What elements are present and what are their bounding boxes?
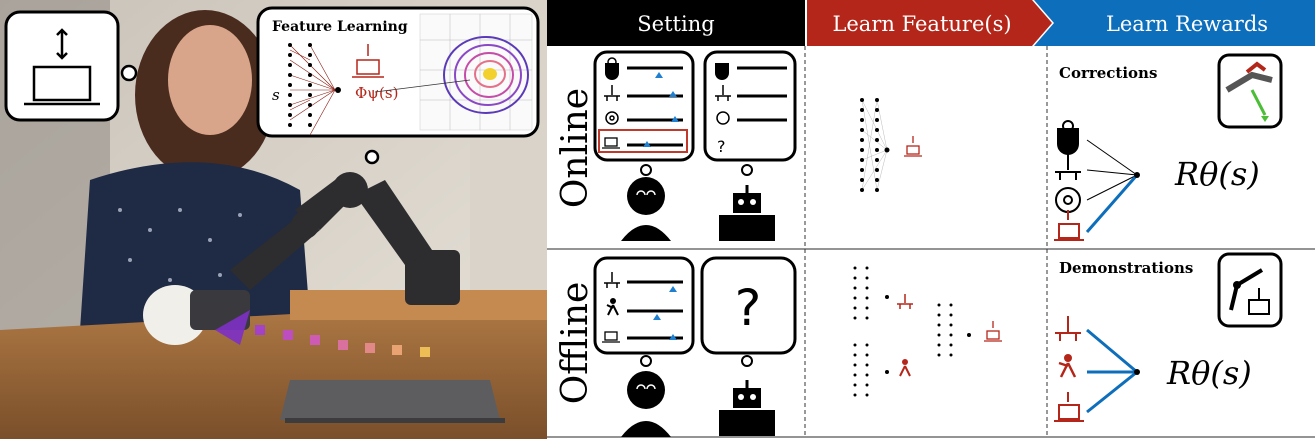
online-human-bubble bbox=[593, 50, 695, 162]
corrections-label: Corrections bbox=[1059, 64, 1157, 82]
offline-feature-network-1 bbox=[853, 266, 889, 320]
phi-label: Φψ(s) bbox=[355, 84, 398, 102]
header-learn-rewards-label: Learn Rewards bbox=[1106, 12, 1268, 36]
coffee-icon bbox=[1057, 120, 1079, 155]
reward-formula-offline: Rθ(s) bbox=[1166, 354, 1252, 392]
robot-photo: Feature Learning s Φψ(s) bbox=[0, 0, 547, 439]
header-setting-label: Setting bbox=[637, 12, 714, 36]
laptop-thought-bubble bbox=[4, 10, 120, 122]
online-feature-network bbox=[861, 99, 888, 191]
human-avatar-offline bbox=[621, 371, 671, 437]
table-feature-icon bbox=[897, 294, 913, 309]
robot-avatar-offline bbox=[719, 380, 775, 436]
demonstrations-features bbox=[1054, 316, 1084, 422]
robot-arm bbox=[190, 172, 460, 330]
laptop-on-table bbox=[280, 380, 500, 420]
gear-icon bbox=[605, 111, 619, 125]
unknown-feature-icon: ? bbox=[735, 279, 762, 337]
walker-icon bbox=[606, 298, 619, 316]
demonstrations-weights bbox=[1086, 328, 1140, 414]
coffee-icon bbox=[605, 57, 619, 80]
laptop-icon bbox=[1054, 392, 1084, 422]
bubble-title: Feature Learning bbox=[272, 19, 408, 35]
reward-formula-online: Rθ(s) bbox=[1174, 155, 1260, 193]
header-learn-rewards bbox=[1034, 0, 1315, 46]
laptop-icon bbox=[602, 137, 620, 149]
walker-icon bbox=[1058, 354, 1077, 378]
demonstrations-icon bbox=[1217, 252, 1283, 328]
offline-feature-laptop-icon bbox=[984, 321, 1002, 342]
mini-laptop-icon bbox=[352, 44, 384, 78]
corrections-features bbox=[1054, 120, 1084, 241]
row-label-online: Online bbox=[555, 88, 596, 208]
mini-network bbox=[289, 44, 336, 136]
row-label-offline: Offline bbox=[555, 282, 596, 405]
person-face bbox=[168, 25, 252, 135]
online-feature-laptop-icon bbox=[904, 136, 922, 157]
method-panel: Setting Learn Feature(s) Learn Rewards O… bbox=[547, 0, 1315, 439]
human-avatar-online bbox=[621, 177, 671, 241]
laptop-icon bbox=[24, 28, 100, 106]
offline-robot-bubble: ? bbox=[700, 256, 797, 355]
demonstrations-label: Demonstrations bbox=[1059, 259, 1193, 277]
feature-learning-bubble: Feature Learning s Φψ(s) bbox=[256, 6, 540, 138]
corrections-icon bbox=[1217, 53, 1283, 129]
header-setting bbox=[547, 0, 805, 46]
input-symbol: s bbox=[272, 86, 280, 104]
robot-avatar-online bbox=[719, 185, 775, 241]
offline-feature-network-2 bbox=[853, 343, 889, 397]
header-learn-features-label: Learn Feature(s) bbox=[832, 12, 1011, 36]
header-learn-features bbox=[807, 0, 1052, 46]
corrections-weights bbox=[1085, 139, 1140, 233]
spiral-plot bbox=[374, 13, 533, 131]
offline-feature-network-3 bbox=[937, 303, 971, 357]
online-network-nodes bbox=[860, 98, 890, 192]
online-robot-bubble: ? bbox=[703, 50, 797, 162]
trajectory bbox=[215, 310, 430, 357]
offline-human-bubble bbox=[593, 256, 695, 355]
svg-text:?: ? bbox=[717, 137, 726, 156]
table-icon bbox=[1055, 154, 1081, 180]
person-body bbox=[80, 162, 310, 340]
gear-icon bbox=[1055, 187, 1081, 213]
walker-feature-icon bbox=[899, 359, 911, 377]
laptop-icon bbox=[1054, 210, 1084, 241]
table-icon bbox=[1055, 316, 1081, 341]
table-icon bbox=[604, 85, 620, 101]
